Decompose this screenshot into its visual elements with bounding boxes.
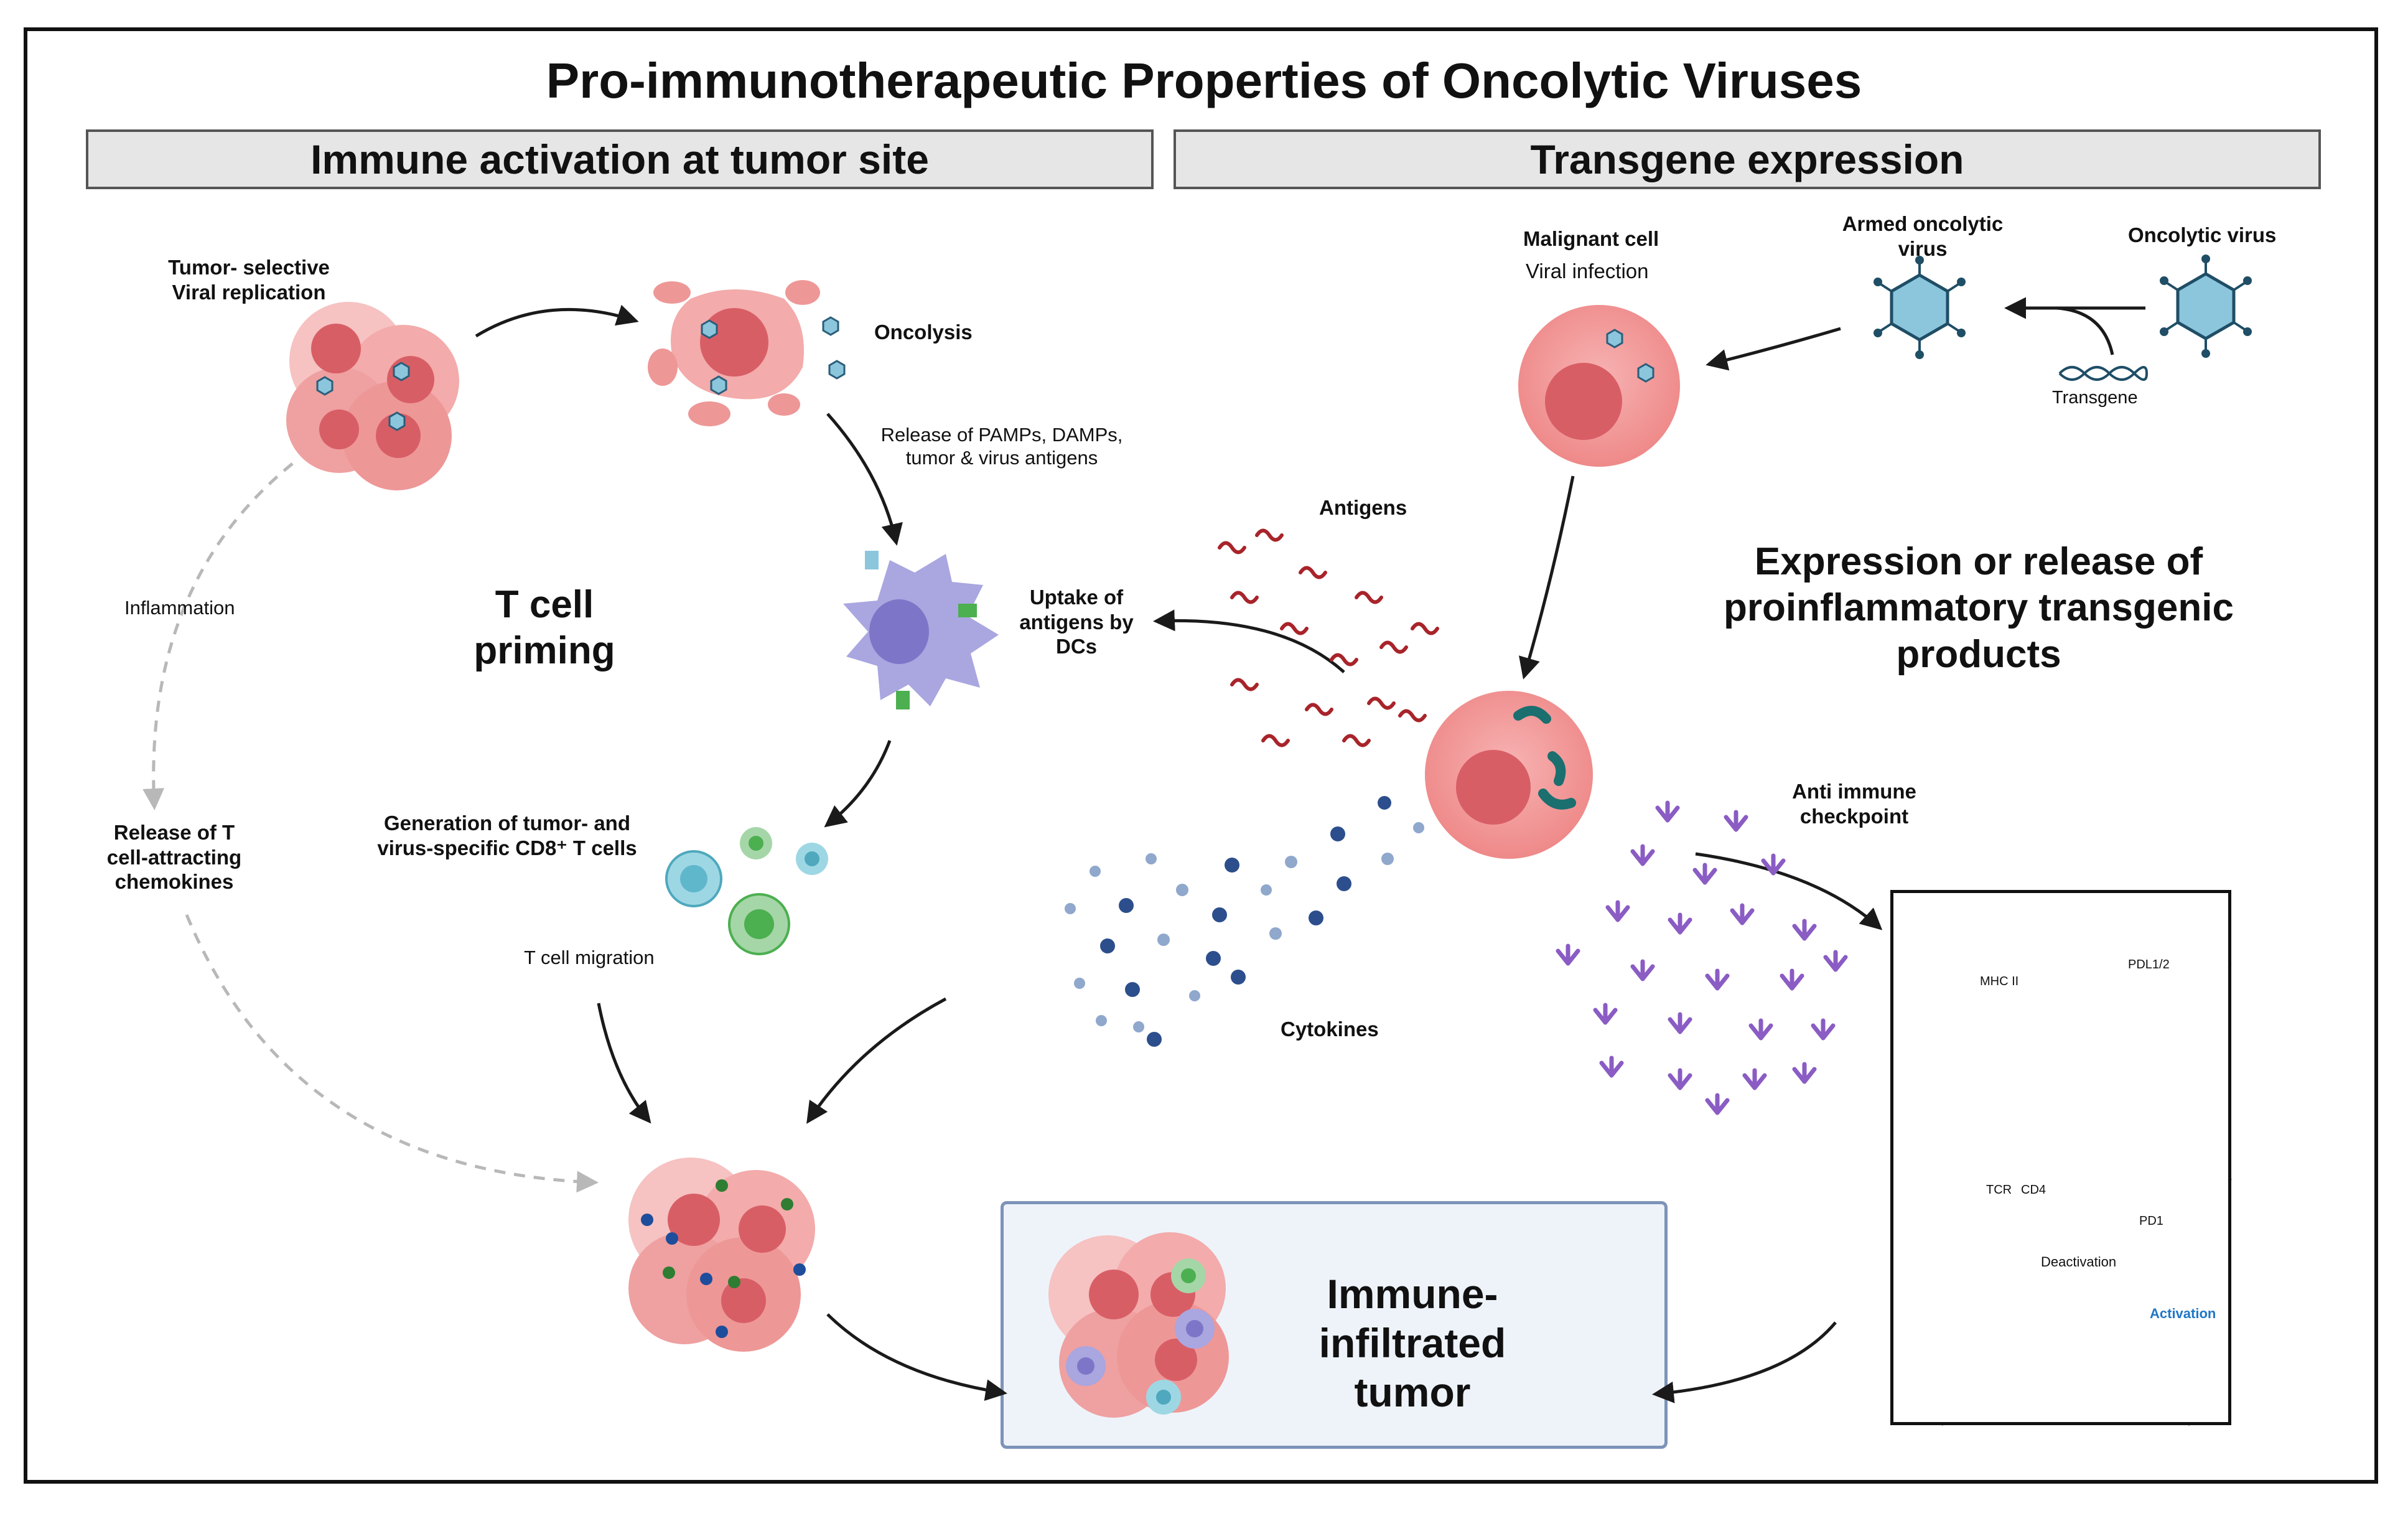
label-generation-cd8: Generation of tumor- and virus-specific … <box>377 812 637 859</box>
arrow-dc-to-tcells <box>824 740 892 828</box>
label-inflammation: Inflammation <box>124 597 235 619</box>
immune-infiltrated-tumor <box>1048 1232 1229 1418</box>
antibody-glyphs <box>1556 800 1848 1115</box>
label-deactivation: Deactivation <box>2041 1254 2117 1270</box>
section-header-left-label: Immune activation at tumor site <box>310 136 929 182</box>
label-pdl: PDL1/2 <box>2128 958 2170 971</box>
label-expression: Expression or release of proinflammatory… <box>1724 540 2234 676</box>
arrow-antigens-to-dc <box>1153 609 1345 673</box>
page-title: Pro-immunotherapeutic Properties of Onco… <box>546 53 1862 108</box>
arrows <box>475 297 2145 1403</box>
cytokine-dots <box>1065 796 1424 1047</box>
checkpoint-inset <box>1890 890 2231 1425</box>
label-cd4: CD4 <box>2021 1183 2046 1197</box>
dendritic-cell <box>843 551 999 709</box>
arrow-tcells-to-tumor <box>597 1003 651 1124</box>
virus-icons-cluster <box>316 362 410 431</box>
label-viral-infection: Viral infection <box>1526 260 1649 283</box>
arrow-malignant-to-expressing <box>1518 475 1575 680</box>
arrow-armed-to-malignant <box>1706 327 1841 371</box>
section-header-right-label: Transgene expression <box>1530 136 1964 182</box>
arrow-inflammation <box>142 462 294 810</box>
label-cytokines: Cytokines <box>1281 1018 1379 1041</box>
label-t-cell-migration: T cell migration <box>524 947 655 968</box>
label-immune-infiltrated: Immune-infiltrated tumor <box>1318 1271 1506 1416</box>
label-malignant-cell: Malignant cell <box>1523 227 1659 250</box>
label-release-pamps: Release of PAMPs, DAMPs, tumor & virus a… <box>880 424 1123 469</box>
tumor-cluster-infected <box>286 302 459 490</box>
dashed-arrows <box>142 462 599 1193</box>
section-header-right: Transgene expression <box>1174 129 2321 189</box>
arrow-tumor-to-infiltrated <box>826 1313 1007 1402</box>
oncolysis-debris <box>648 280 846 426</box>
label-pd1: PD1 <box>2139 1214 2163 1228</box>
arrow-inset-to-infiltrated <box>1652 1321 1837 1403</box>
label-oncolysis: Oncolysis <box>874 321 973 344</box>
arrow-transgene-hook <box>2056 306 2114 355</box>
label-anti-immune: Anti immune checkpoint <box>1792 780 1916 828</box>
arrow-cytokines-to-tumor <box>806 997 947 1124</box>
transgene-dna <box>2058 366 2148 381</box>
cd8-t-cells <box>665 827 828 955</box>
label-antigens: Antigens <box>1319 496 1407 519</box>
label-tcr: TCR <box>1986 1183 2012 1197</box>
antigen-squiggles <box>1218 528 1439 747</box>
oncolytic-virus <box>2160 255 2252 358</box>
section-header-left: Immune activation at tumor site <box>86 129 1154 189</box>
arrow-replication-to-oncolysis <box>475 304 639 338</box>
figure-frame <box>24 27 2378 1484</box>
expressing-tumor-cell <box>1425 691 1593 859</box>
label-tumor-replication: Tumor- selective Viral replication <box>168 256 330 304</box>
tumor-with-immune-cells <box>628 1158 815 1352</box>
arrow-antibodies-to-inset <box>1695 852 1883 930</box>
label-release-chemokines: Release of T cell-attracting chemokines <box>106 821 242 894</box>
label-oncolytic-virus: Oncolytic virus <box>2128 223 2277 246</box>
label-uptake: Uptake of antigens by DCs <box>1019 586 1134 658</box>
label-mhc: MHC II <box>1980 975 2019 988</box>
label-t-cell-priming: T cell priming <box>474 583 615 673</box>
malignant-cell <box>1518 305 1680 467</box>
label-transgene: Transgene <box>2052 388 2138 408</box>
arrow-oncolysis-to-dc <box>826 413 903 546</box>
label-activation: Activation <box>2150 1306 2216 1321</box>
label-armed-virus: Armed oncolytic virus <box>1842 212 2004 260</box>
armed-oncolytic-virus <box>1874 256 1966 359</box>
